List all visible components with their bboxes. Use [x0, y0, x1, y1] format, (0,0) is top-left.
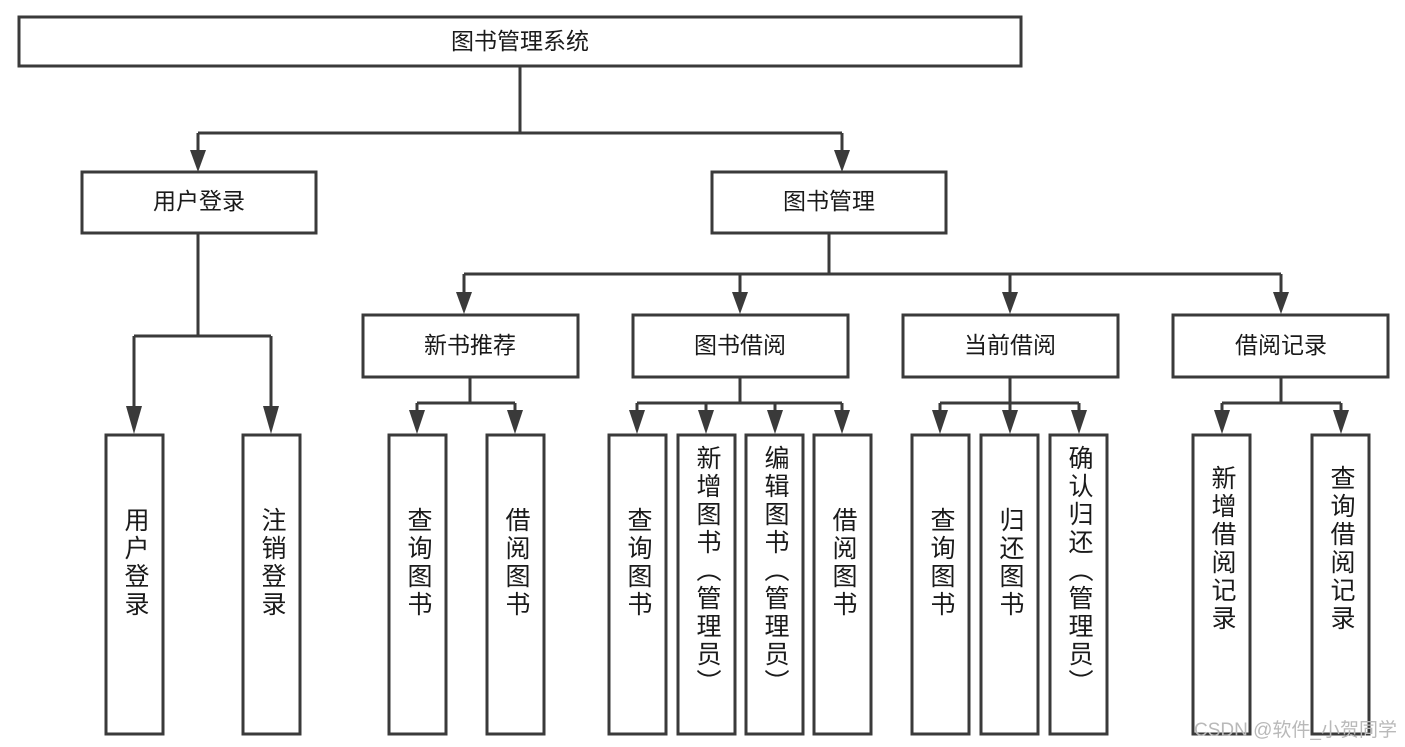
- leaf-query-book-3-label: 查询图书: [927, 507, 955, 619]
- leaf-logout[interactable]: 注销登录: [243, 435, 300, 734]
- leaf-add-borrow-record[interactable]: 新增借阅记录: [1193, 435, 1250, 734]
- leaf-box-user-login[interactable]: [104, 433, 165, 736]
- connector-userlogin-to-leaves: [126, 233, 279, 434]
- leaf-edit-book-admin[interactable]: 编辑图书（管理员）: [746, 435, 803, 734]
- connector-bookmgmt-to-level3: [456, 233, 1289, 314]
- leaf-box-query-book-3[interactable]: [910, 433, 971, 736]
- leaf-box-query-book-1[interactable]: [387, 433, 448, 736]
- node-user-login[interactable]: 用户登录: [80, 170, 318, 235]
- leaf-add-book-admin[interactable]: 新增图书（管理员）: [678, 435, 735, 734]
- connector-root-to-level2: [190, 66, 850, 172]
- node-root-label: 图书管理系统: [451, 28, 589, 54]
- node-borrow-record[interactable]: 借阅记录: [1171, 313, 1390, 379]
- leaf-borrow-book-1[interactable]: 借阅图书: [487, 435, 544, 734]
- leaf-logout-label: 注销登录: [258, 507, 286, 619]
- leaf-box-query-borrow-record[interactable]: [1310, 433, 1371, 736]
- node-book-borrow-label: 图书借阅: [694, 332, 786, 358]
- node-book-borrow[interactable]: 图书借阅: [631, 313, 850, 379]
- leaf-user-login-label: 用户登录: [121, 507, 149, 619]
- node-borrow-record-label: 借阅记录: [1235, 332, 1327, 358]
- leaf-box-query-book-2[interactable]: [607, 433, 668, 736]
- node-book-management[interactable]: 图书管理: [710, 170, 948, 235]
- leaf-edit-book-admin-label: 编辑图书（管理员）: [761, 445, 789, 697]
- connector-newbook-to-leaves: [409, 378, 523, 434]
- leaf-borrow-book-2-label: 借阅图书: [829, 507, 857, 619]
- leaf-boxes: [104, 433, 1371, 736]
- connector-currentborrow-to-leaves: [932, 378, 1087, 434]
- leaf-borrow-book-2[interactable]: 借阅图书: [814, 435, 871, 734]
- node-book-management-label: 图书管理: [783, 188, 875, 214]
- node-current-borrow-label: 当前借阅: [964, 332, 1056, 358]
- leaf-box-return-book[interactable]: [979, 433, 1040, 736]
- node-current-borrow[interactable]: 当前借阅: [901, 313, 1120, 379]
- node-user-login-label: 用户登录: [153, 188, 245, 214]
- node-new-book-recommend-label: 新书推荐: [424, 332, 516, 358]
- leaf-box-edit-book-admin[interactable]: [744, 433, 805, 736]
- leaf-query-book-2[interactable]: 查询图书: [609, 435, 666, 734]
- leaf-add-book-admin-label: 新增图书（管理员）: [693, 445, 721, 697]
- node-new-book-recommend[interactable]: 新书推荐: [361, 313, 580, 379]
- leaf-confirm-return-admin-label: 确认归还（管理员）: [1065, 445, 1093, 697]
- leaf-query-borrow-record[interactable]: 查询借阅记录: [1312, 435, 1369, 734]
- leaf-box-logout[interactable]: [241, 433, 302, 736]
- leaf-query-book-2-label: 查询图书: [624, 507, 652, 619]
- leaf-box-confirm-return-admin[interactable]: [1048, 433, 1109, 736]
- node-root[interactable]: 图书管理系统: [17, 15, 1023, 68]
- leaf-box-add-book-admin[interactable]: [676, 433, 737, 736]
- connector-bookborrow-to-leaves: [629, 378, 850, 434]
- leaf-user-login[interactable]: 用户登录: [106, 435, 163, 734]
- connector-borrowrecord-to-leaves: [1214, 378, 1349, 434]
- leaf-box-borrow-book-1[interactable]: [485, 433, 546, 736]
- leaf-return-book[interactable]: 归还图书: [981, 435, 1038, 734]
- leaf-box-borrow-book-2[interactable]: [812, 433, 873, 736]
- leaf-query-borrow-record-label: 查询借阅记录: [1327, 465, 1355, 633]
- leaf-confirm-return-admin[interactable]: 确认归还（管理员）: [1050, 435, 1107, 734]
- leaf-box-add-borrow-record[interactable]: [1191, 433, 1252, 736]
- leaf-add-borrow-record-label: 新增借阅记录: [1208, 465, 1236, 633]
- leaf-query-book-1-label: 查询图书: [404, 507, 432, 619]
- leaf-return-book-label: 归还图书: [996, 507, 1024, 619]
- leaf-borrow-book-1-label: 借阅图书: [502, 507, 530, 619]
- leaf-query-book-3[interactable]: 查询图书: [912, 435, 969, 734]
- leaf-query-book-1[interactable]: 查询图书: [389, 435, 446, 734]
